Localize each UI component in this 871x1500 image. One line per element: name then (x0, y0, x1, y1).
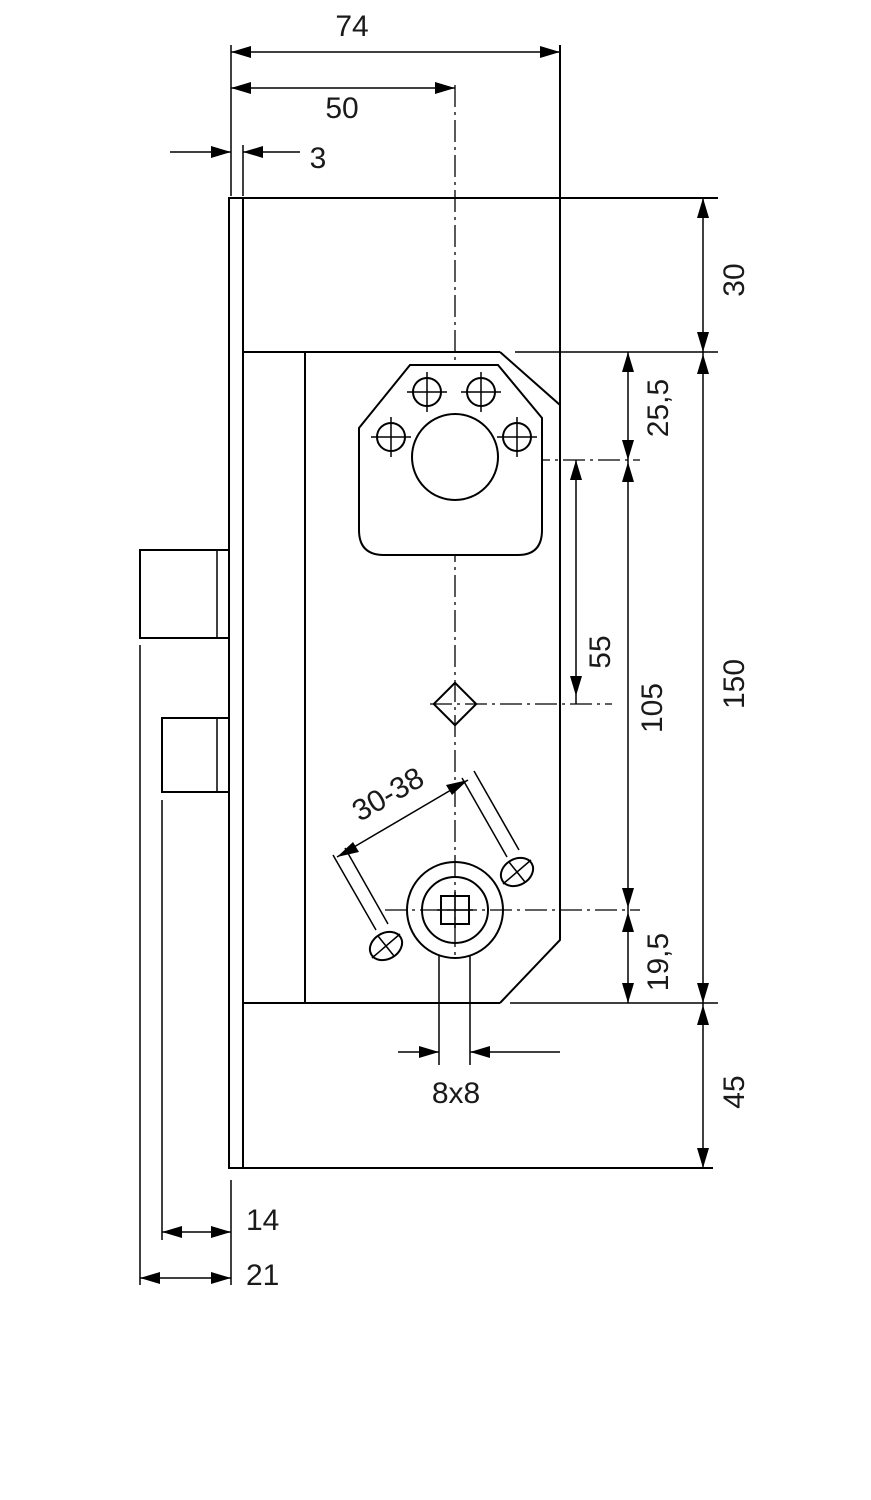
rose-screw-lower (368, 930, 404, 962)
dim-latch-projection: 21 (246, 1259, 279, 1292)
dim-cylinder-to-lever: 55 (584, 635, 617, 668)
dim-faceplate-thickness: 3 (310, 142, 327, 175)
dim-deadbolt-projection: 14 (246, 1204, 279, 1237)
deadbolt (139, 549, 230, 639)
dim-total-case-height: 150 (718, 659, 751, 709)
cover-plate-outline (499, 351, 561, 1004)
spindle-rose (406, 861, 504, 1065)
dim-rose-screw-spacing: 30-38 (347, 761, 430, 828)
cylinder-hole (411, 413, 499, 501)
dim-backset: 50 (325, 92, 358, 125)
lever-pivot-diamond (432, 681, 478, 727)
dim-spindle-to-bottom: 19,5 (642, 933, 675, 991)
lock-body (228, 45, 718, 1169)
rose-screw-upper (499, 856, 535, 888)
dim-spindle-square: 8x8 (432, 1077, 480, 1110)
dim-top-to-cylinder: 25,5 (642, 379, 675, 437)
dim-top-offset: 30 (718, 263, 751, 296)
latch-bolt (161, 717, 230, 793)
dim-overall-depth: 74 (335, 10, 368, 43)
cylinder-escutcheon (358, 364, 543, 556)
dim-cylinder-to-spindle: 105 (636, 683, 669, 733)
faceplate (228, 197, 244, 1169)
dim-bottom-offset: 45 (718, 1075, 751, 1108)
